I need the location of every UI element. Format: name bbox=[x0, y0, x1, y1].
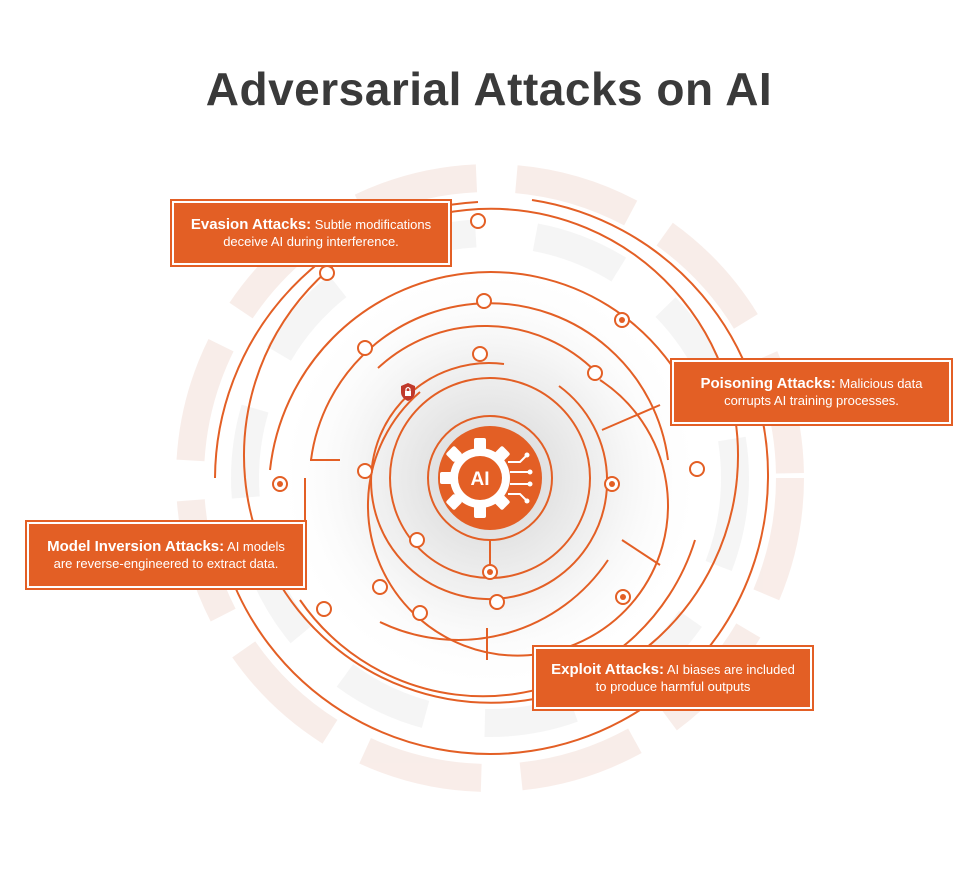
callout-exploit-attacks: Exploit Attacks: AI biases are included … bbox=[532, 645, 814, 711]
callout-body: AI models are reverse-engineered to extr… bbox=[53, 539, 285, 571]
callout-poisoning-attacks: Poisoning Attacks: Malicious data corrup… bbox=[670, 358, 953, 426]
callout-model-inversion-attacks: Model Inversion Attacks: AI models are r… bbox=[25, 520, 307, 590]
callout-body: Malicious data corrupts AI training proc… bbox=[724, 376, 923, 408]
callout-heading: Poisoning Attacks: bbox=[700, 375, 836, 392]
callout-evasion-attacks: Evasion Attacks: Subtle modifications de… bbox=[170, 199, 452, 267]
lock-shield-icon bbox=[401, 383, 415, 401]
chip-traces bbox=[508, 455, 528, 501]
callout-heading: Exploit Attacks: bbox=[551, 661, 664, 678]
circuit-connectors bbox=[304, 404, 661, 660]
callout-heading: Model Inversion Attacks: bbox=[47, 538, 225, 555]
circuit-nodes-target bbox=[272, 312, 631, 605]
callout-heading: Evasion Attacks: bbox=[190, 216, 312, 233]
ai-badge: AI bbox=[438, 426, 542, 530]
callout-body: Subtle modifications deceive AI during i… bbox=[223, 217, 432, 249]
callout-body: AI biases are included to produce harmfu… bbox=[595, 662, 795, 694]
page-title: Adversarial Attacks on AI bbox=[205, 63, 773, 115]
circuit-nodes-open bbox=[316, 213, 705, 621]
ai-badge-label: AI bbox=[471, 469, 490, 490]
